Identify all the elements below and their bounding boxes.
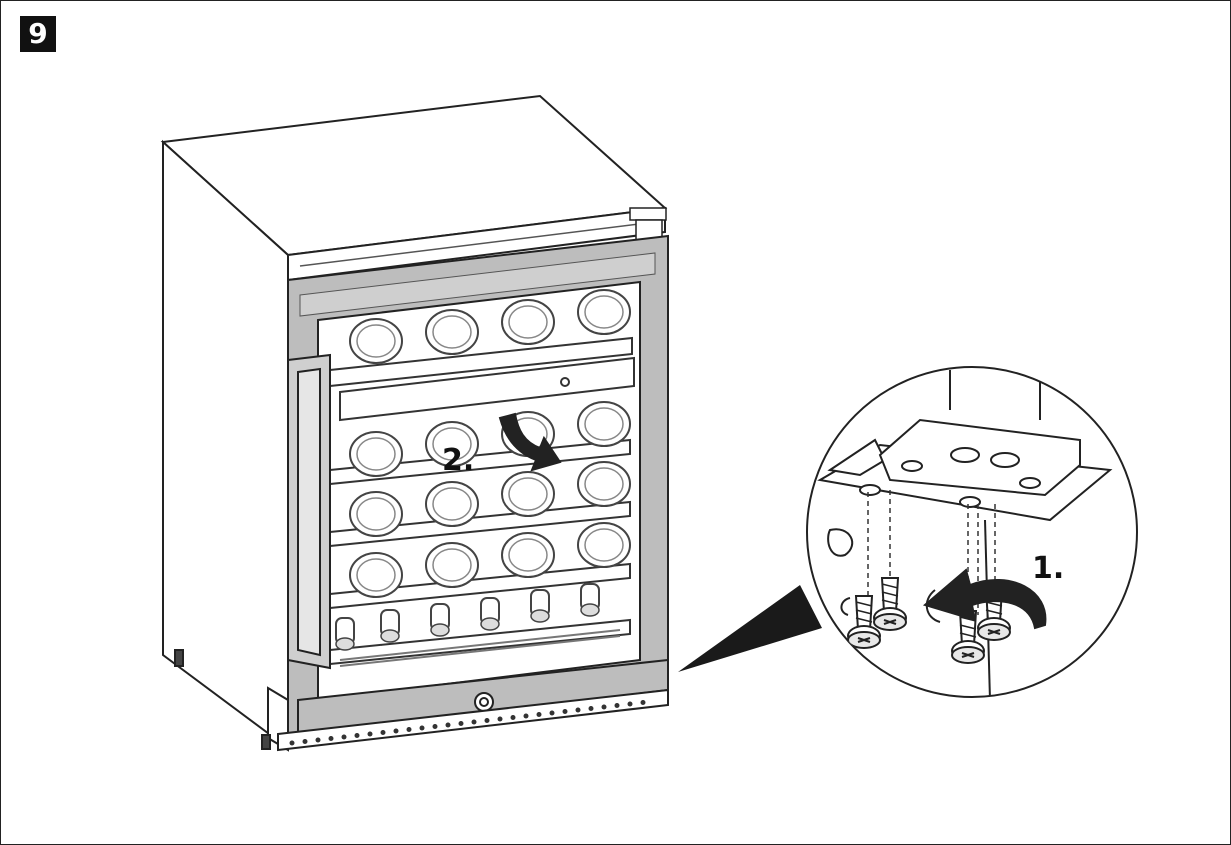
door-handle [287,353,331,670]
ventilation-grille [289,700,646,746]
detail-circle [806,366,1138,698]
step-2-label: 2. [442,443,474,478]
step-number-badge: 9 [20,16,56,52]
curved-rotate-arrow-icon [922,568,1047,630]
cabinet-body [160,94,668,752]
curved-down-arrow-icon [498,412,562,472]
detail-callout-pointer [678,585,822,672]
step-1-label: 1. [1032,551,1064,586]
shelves [329,336,635,667]
